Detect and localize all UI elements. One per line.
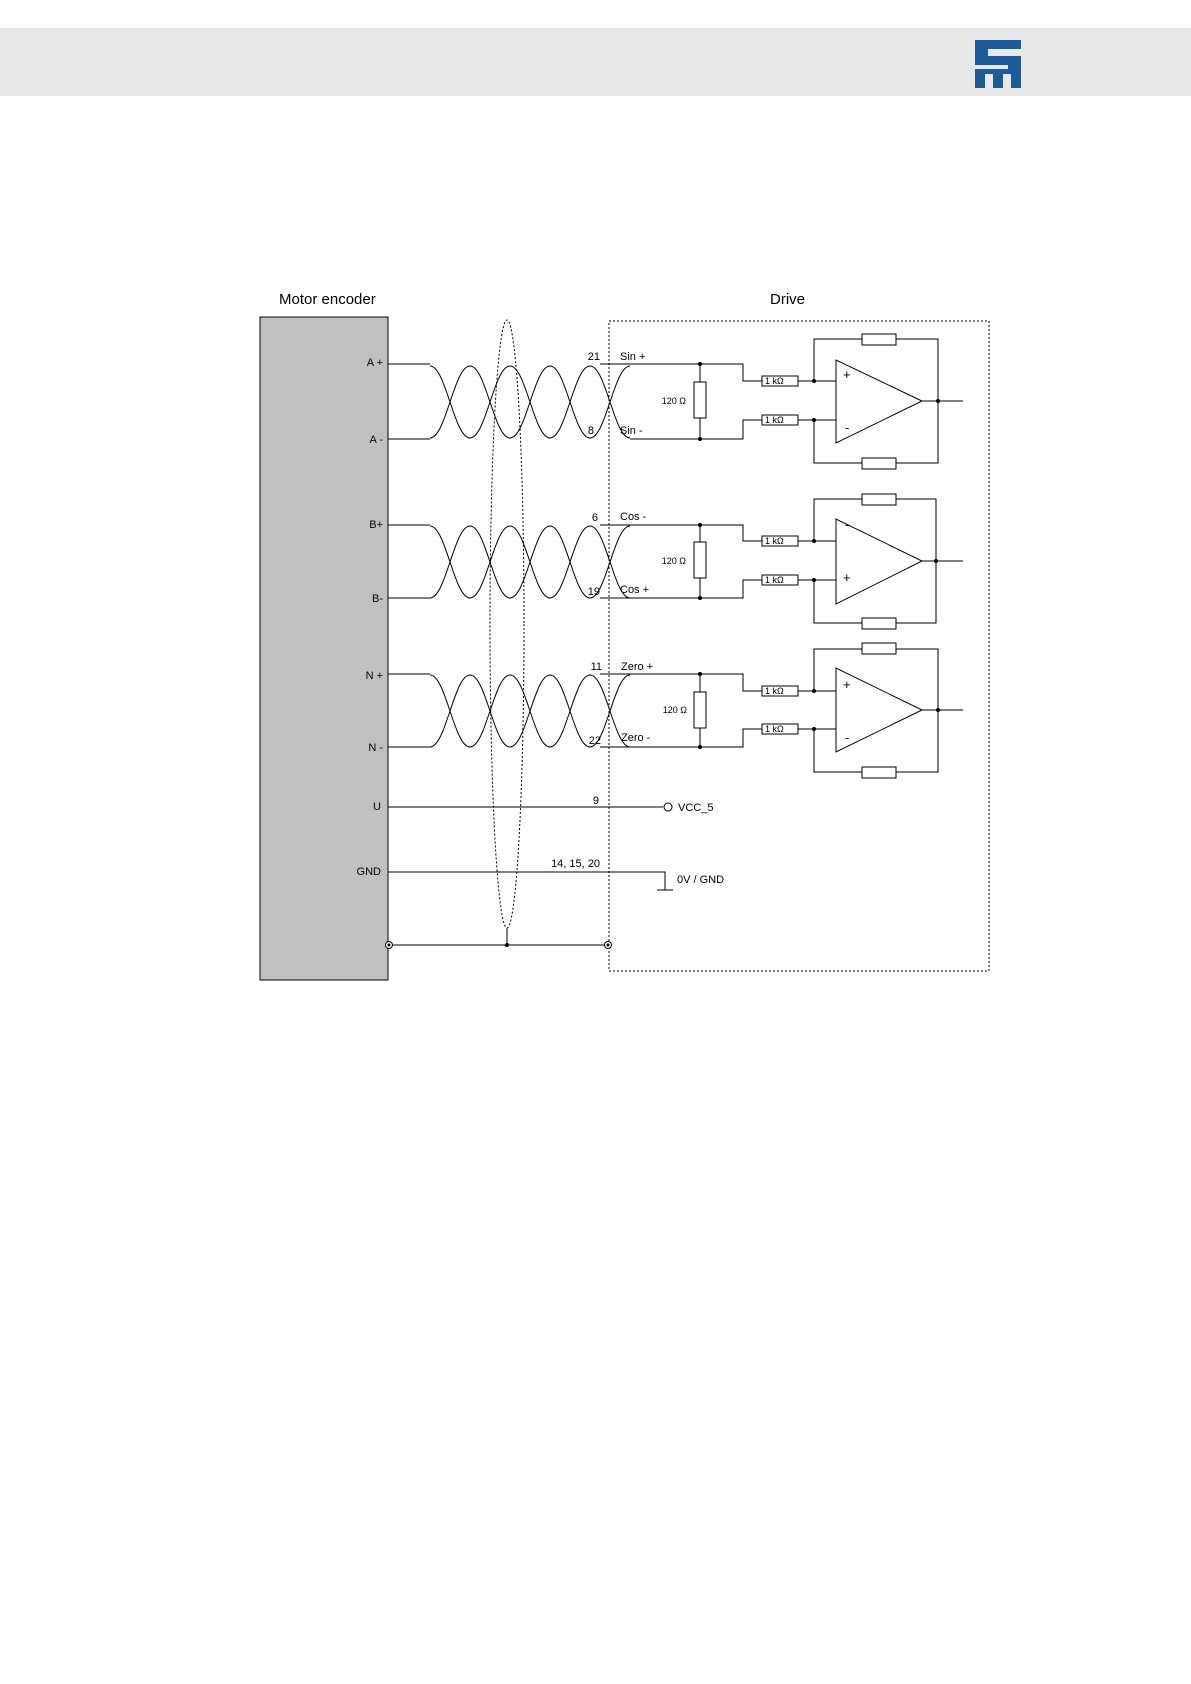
pin-number-22: 22	[589, 735, 601, 747]
pin-number-9: 9	[593, 795, 599, 807]
cable-shield-ellipse	[490, 320, 524, 928]
series-resistor-a1-label: 1 kΩ	[765, 376, 784, 386]
signal-sin-minus: Sin -	[620, 425, 643, 437]
pin-number-gnd: 14, 15, 20	[551, 858, 600, 870]
opamp-b-minus-sign: -	[845, 517, 849, 532]
pin-u-label: U	[373, 801, 381, 813]
termination-resistor-a-label: 120 Ω	[662, 396, 687, 406]
channel-n-nodes	[698, 672, 940, 749]
ground-label: 0V / GND	[677, 874, 724, 886]
drive-title: Drive	[770, 291, 805, 308]
pin-number-11: 11	[591, 661, 602, 673]
signal-sin-plus: Sin +	[620, 351, 645, 363]
pin-gnd-label: GND	[357, 866, 382, 878]
signal-cos-plus: Cos +	[620, 584, 649, 596]
termination-resistor-n-label: 120 Ω	[663, 705, 688, 715]
series-resistor-n2-label: 1 kΩ	[765, 724, 784, 734]
series-resistor-a2-label: 1 kΩ	[765, 415, 784, 425]
supply-wiring	[388, 803, 673, 945]
opamp-n-minus-sign: -	[845, 730, 849, 745]
vcc-label: VCC_5	[678, 802, 713, 814]
termination-resistor-b-label: 120 Ω	[662, 556, 687, 566]
pin-number-21: 21	[588, 351, 600, 363]
opamp-b-plus-sign: +	[843, 570, 851, 585]
opamp-a-plus-sign: +	[843, 367, 851, 382]
opamp-n-plus-sign: +	[843, 677, 851, 692]
pin-a-plus-label: A +	[367, 357, 383, 369]
opamp-a-minus-sign: -	[845, 420, 849, 435]
channel-a-nodes	[698, 362, 940, 441]
signal-zero-minus: Zero -	[621, 732, 651, 744]
channel-b-nodes	[698, 523, 938, 600]
pin-n-minus-label: N -	[368, 742, 383, 754]
pin-number-19: 19	[588, 586, 600, 598]
pin-n-plus-label: N +	[366, 670, 383, 682]
series-resistor-n1-label: 1 kΩ	[765, 686, 784, 696]
pin-number-6: 6	[592, 512, 598, 524]
drive-box	[609, 321, 989, 971]
motor-encoder-title: Motor encoder	[279, 291, 376, 308]
pin-number-8: 8	[588, 425, 594, 437]
series-resistor-b1-label: 1 kΩ	[765, 536, 784, 546]
motor-encoder-block	[260, 317, 388, 980]
signal-cos-minus: Cos -	[620, 511, 647, 523]
pin-a-minus-label: A -	[370, 434, 384, 446]
pin-b-minus-label: B-	[372, 593, 383, 605]
signal-zero-plus: Zero +	[621, 661, 653, 673]
series-resistor-b2-label: 1 kΩ	[765, 575, 784, 585]
pin-b-plus-label: B+	[369, 519, 383, 531]
